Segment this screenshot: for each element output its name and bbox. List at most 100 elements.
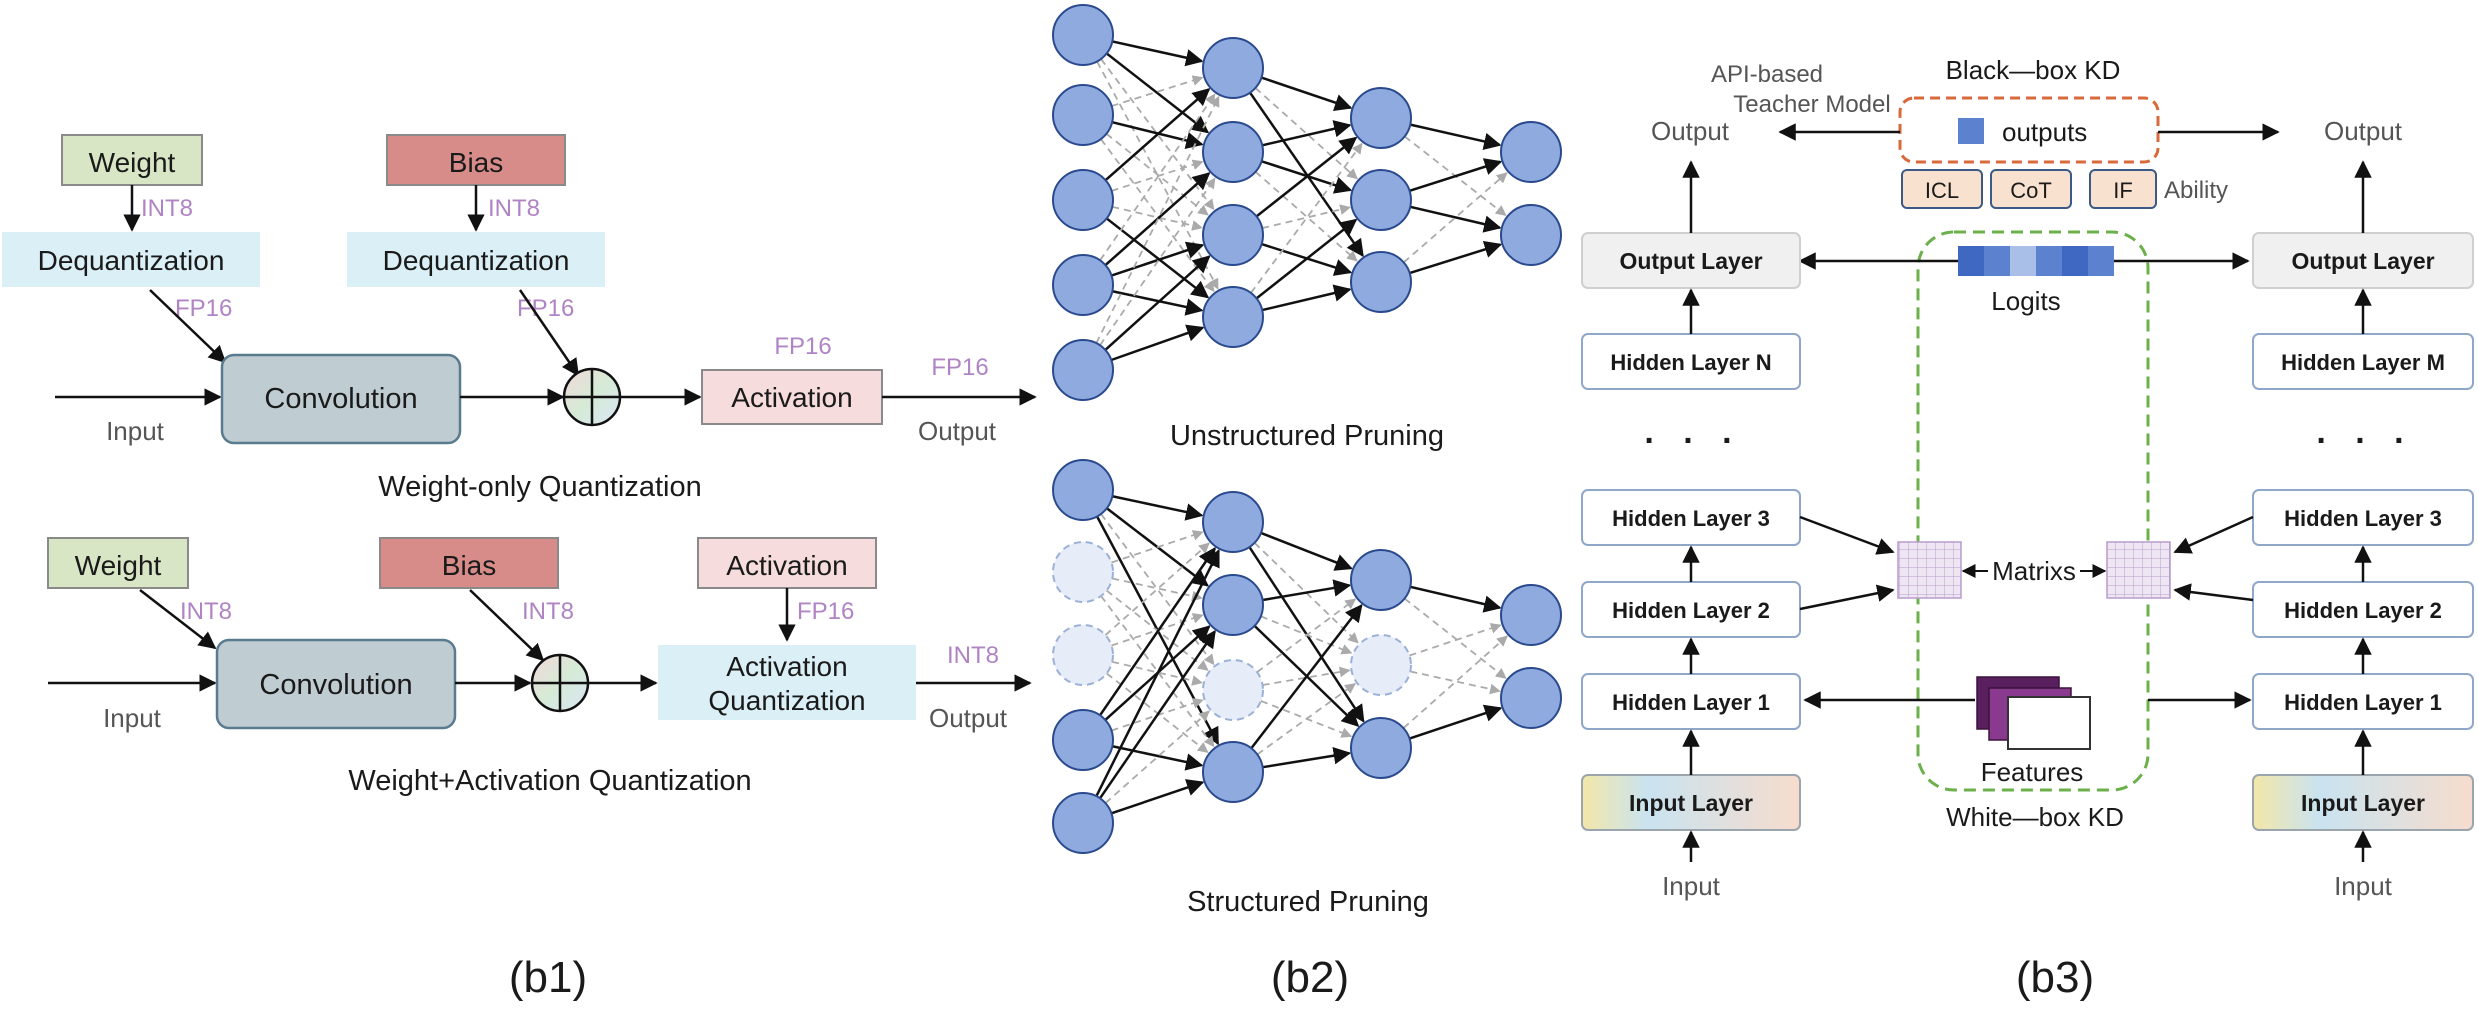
wo-weight-label: Weight bbox=[89, 147, 176, 178]
structured-neurons bbox=[1052, 459, 1562, 854]
student-dots: . . . bbox=[2316, 413, 2413, 451]
wa-weight-label: Weight bbox=[75, 550, 162, 581]
structured-connection bbox=[1104, 710, 1210, 804]
wo-weight-box bbox=[61, 134, 203, 186]
matrix-right bbox=[2106, 541, 2171, 599]
unstructured-neuron bbox=[1052, 4, 1114, 66]
structured-connection bbox=[1098, 629, 1216, 799]
unstructured-connection bbox=[1111, 159, 1204, 192]
wa-input-label: Input bbox=[103, 703, 162, 733]
wa-act-quant-box bbox=[658, 645, 916, 720]
unstructured-connection bbox=[1409, 158, 1503, 193]
structured-pruned-neuron bbox=[1202, 659, 1264, 721]
unstructured-connection bbox=[1261, 120, 1352, 147]
wa-bias-label: Bias bbox=[442, 550, 496, 581]
wo-caption: Weight-only Quantization bbox=[378, 471, 701, 503]
structured-neuron bbox=[1052, 792, 1114, 854]
wa-out-dtype: INT8 bbox=[947, 642, 999, 669]
wo-bias-dtype: INT8 bbox=[488, 195, 540, 222]
ability-cot-box bbox=[1990, 169, 2072, 209]
unstructured-connection bbox=[1105, 133, 1209, 216]
matrixs-label: Matrixs bbox=[1992, 556, 2076, 586]
wa-activation-box bbox=[697, 537, 877, 589]
bb-outputs-icon bbox=[1958, 118, 1984, 144]
b2-structured-caption: Structured Pruning bbox=[1187, 886, 1429, 918]
wo-bias-to-add bbox=[518, 289, 580, 377]
structured-connection bbox=[1409, 623, 1502, 657]
teacher-output-layer: Output Layer bbox=[1619, 248, 1762, 274]
unstructured-neurons bbox=[1052, 4, 1562, 401]
structured-connection bbox=[1250, 603, 1363, 750]
structured-connection bbox=[1112, 495, 1204, 521]
structured-connection bbox=[1111, 530, 1204, 564]
wo-output-label: Output bbox=[918, 416, 997, 446]
unstructured-neuron bbox=[1202, 121, 1264, 183]
unstructured-connection bbox=[1105, 217, 1210, 299]
wa-add-node bbox=[530, 653, 590, 713]
structured-connection bbox=[1256, 598, 1357, 673]
structured-neuron bbox=[1350, 717, 1412, 779]
bb-outputs-label: outputs bbox=[2002, 117, 2087, 147]
teacher-input-layer: Input Layer bbox=[1629, 790, 1753, 816]
unstructured-neuron bbox=[1202, 37, 1264, 99]
ability-icl-box bbox=[1901, 169, 1983, 209]
structured-neuron bbox=[1202, 741, 1264, 803]
structured-connection bbox=[1409, 585, 1502, 613]
structured-connection bbox=[1100, 513, 1215, 666]
wo-out-dtype: FP16 bbox=[931, 354, 988, 381]
b3-output-right: Output bbox=[2324, 116, 2403, 146]
wa-output-label: Output bbox=[929, 703, 1008, 733]
ability-label: Ability bbox=[2164, 177, 2228, 204]
teacher-hidden-n: Hidden Layer N bbox=[1610, 350, 1771, 375]
wa-conv-label: Convolution bbox=[259, 669, 412, 701]
structured-neuron bbox=[1350, 549, 1412, 611]
structured-neuron bbox=[1500, 584, 1562, 646]
wo-weight-to-conv bbox=[149, 289, 227, 364]
wo-activation-box bbox=[701, 369, 883, 425]
wo-bias-dequant-box bbox=[347, 232, 605, 287]
logits-label: Logits bbox=[1991, 286, 2060, 316]
unstructured-connection bbox=[1099, 177, 1216, 346]
structured-pruned-neuron bbox=[1052, 624, 1114, 686]
b3-output-left: Output bbox=[1651, 116, 1730, 146]
b2-unstructured-caption: Unstructured Pruning bbox=[1170, 420, 1444, 452]
unstructured-neuron bbox=[1052, 339, 1114, 401]
ability-if-box bbox=[2089, 169, 2157, 209]
student-h2-to-matrix bbox=[2173, 583, 2254, 602]
structured-neuron bbox=[1052, 709, 1114, 771]
unstructured-connection bbox=[1255, 136, 1358, 218]
unstructured-connection bbox=[1409, 240, 1503, 275]
teacher-hidden-3: Hidden Layer 3 bbox=[1612, 506, 1770, 531]
b3-kd: API-based Teacher Model Black—box KD out… bbox=[1581, 55, 2474, 901]
structured-connection bbox=[1098, 546, 1216, 716]
features-icon bbox=[1976, 676, 2091, 750]
bb-api-label-1: API-based bbox=[1711, 61, 1823, 88]
unstructured-connection bbox=[1096, 61, 1219, 290]
teacher-hidden-2: Hidden Layer 2 bbox=[1612, 598, 1770, 623]
bb-region bbox=[1898, 96, 2160, 164]
ability-if: IF bbox=[2113, 178, 2133, 203]
structured-connection bbox=[1262, 579, 1352, 602]
unstructured-connection bbox=[1112, 40, 1204, 67]
features-label: Features bbox=[1981, 757, 2084, 787]
wa-bias-to-add bbox=[469, 589, 545, 662]
wo-bias-dequant-label: Dequantization bbox=[383, 245, 570, 276]
teacher-h3-to-matrix bbox=[1799, 515, 1895, 555]
structured-connection bbox=[1095, 549, 1220, 797]
logits-bar bbox=[1958, 246, 2114, 276]
structured-connection bbox=[1256, 683, 1356, 756]
student-input-layer: Input Layer bbox=[2301, 790, 2425, 816]
wo-add-node bbox=[562, 367, 622, 427]
wo-bias-label: Bias bbox=[449, 147, 503, 178]
wb-region bbox=[1916, 230, 2150, 792]
unstructured-connection bbox=[1255, 218, 1358, 300]
ability-cot: CoT bbox=[2010, 178, 2052, 203]
structured-neuron bbox=[1202, 491, 1264, 553]
matrix-left bbox=[1897, 541, 1962, 599]
wa-weight-dtype: INT8 bbox=[180, 598, 232, 625]
b2-structured-net bbox=[1052, 459, 1562, 854]
unstructured-connection bbox=[1261, 76, 1353, 112]
unstructured-neuron bbox=[1052, 169, 1114, 231]
unstructured-connection bbox=[1105, 52, 1210, 134]
